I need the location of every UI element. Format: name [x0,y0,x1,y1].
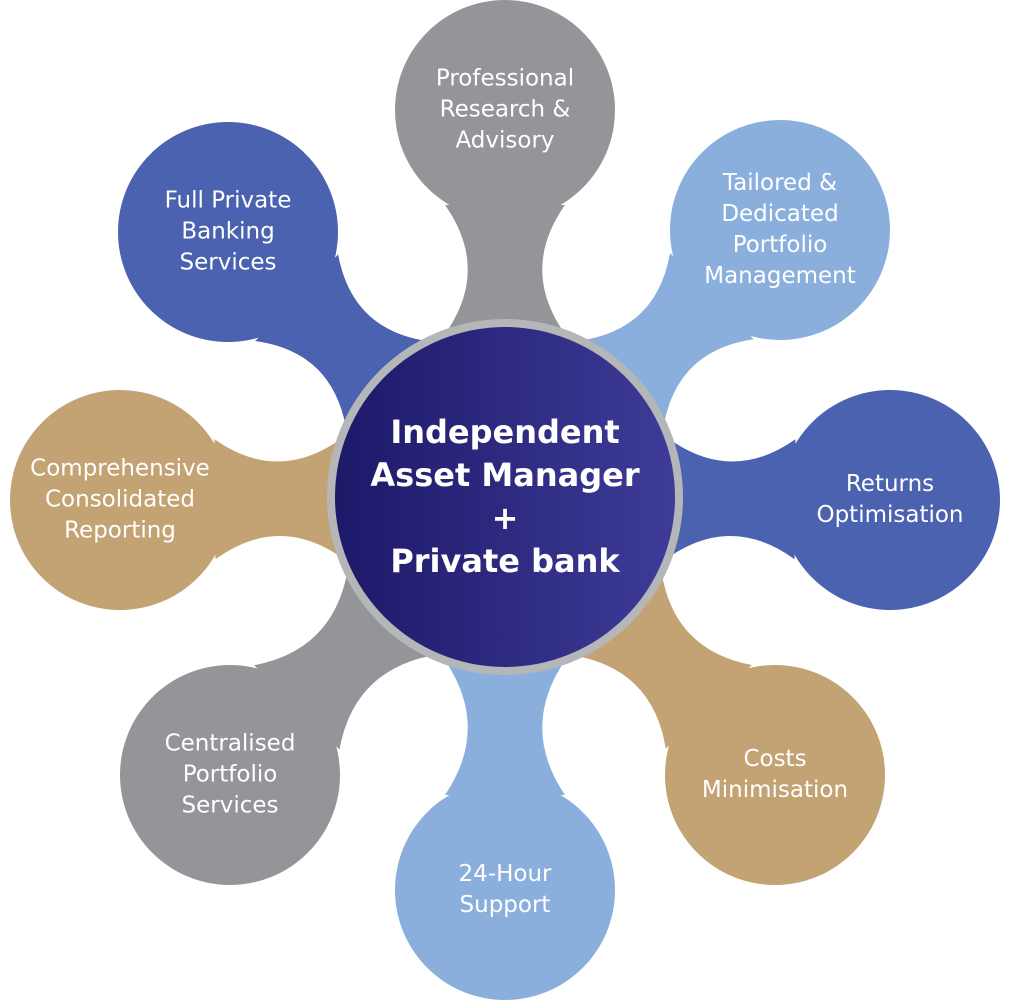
node-circle [780,390,1000,610]
node-label: 24-Hour Support [458,861,552,918]
connector [654,428,796,569]
node-label: Returns Optimisation [816,471,964,528]
connector [435,647,575,795]
center-circle [335,327,675,667]
center-label: Independent Asset Manager + Private bank [370,413,640,580]
node-circle [395,780,615,1000]
node-label: Full Private Banking Services [164,187,292,276]
node-label: Comprehensive Consolidated Reporting [30,455,210,544]
node-label: Professional Research & Advisory [435,65,575,154]
node-label: Costs Minimisation [701,746,849,803]
node-circle [10,390,230,610]
node-circle [120,665,340,885]
node-circle [118,122,338,342]
node-circle [670,120,890,340]
connector [214,428,356,569]
connector [435,205,575,347]
node-circle [395,0,615,220]
node-circle [665,665,885,885]
node-label: Centralised Portfolio Services [164,730,296,819]
node-label: Tailored & Dedicated Portfolio Managemen… [704,170,856,289]
